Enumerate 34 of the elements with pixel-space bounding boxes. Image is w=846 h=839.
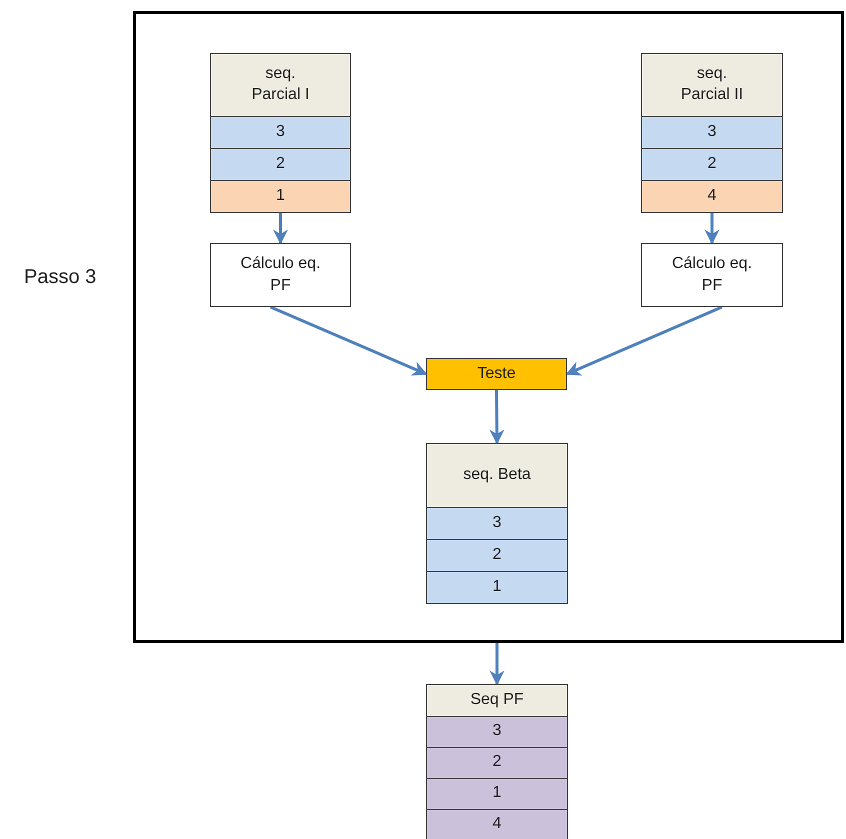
- sequence-row: 2: [427, 538, 567, 570]
- table-header: seq. Parcial I: [211, 54, 350, 116]
- sequence-row: 4: [427, 808, 567, 839]
- sequence-row: 1: [427, 570, 567, 602]
- process-label: Teste: [476, 364, 517, 384]
- arrow: [270, 306, 428, 376]
- sequence-row: 2: [211, 148, 350, 180]
- process-box: [426, 358, 567, 390]
- process-box: [210, 243, 351, 307]
- arrow: [566, 306, 723, 376]
- sequence-table: [210, 53, 351, 212]
- process-label: Cálculo eq. PF: [670, 254, 754, 296]
- sequence-table: [426, 684, 568, 839]
- sequence-row: 1: [211, 180, 350, 212]
- sequence-row: 3: [427, 716, 567, 746]
- step-label: Passo 3: [24, 266, 96, 289]
- process-box: [641, 243, 783, 307]
- sequence-row: 1: [427, 778, 567, 808]
- sequence-row: 3: [211, 116, 350, 148]
- sequence-table: [426, 443, 568, 604]
- table-header: Seq PF: [427, 685, 567, 716]
- sequence-row: 4: [642, 180, 782, 212]
- table-header: seq. Parcial II: [642, 54, 782, 116]
- table-header: seq. Beta: [427, 444, 567, 506]
- arrow: [489, 390, 504, 444]
- arrow: [273, 212, 288, 244]
- process-label: Cálculo eq. PF: [239, 254, 322, 296]
- sequence-row: 3: [642, 116, 782, 148]
- sequence-row: 2: [427, 746, 567, 778]
- sequence-table: [641, 53, 783, 212]
- sequence-row: 2: [642, 148, 782, 180]
- arrow: [704, 212, 720, 244]
- arrow: [490, 643, 504, 686]
- sequence-row: 3: [427, 506, 567, 538]
